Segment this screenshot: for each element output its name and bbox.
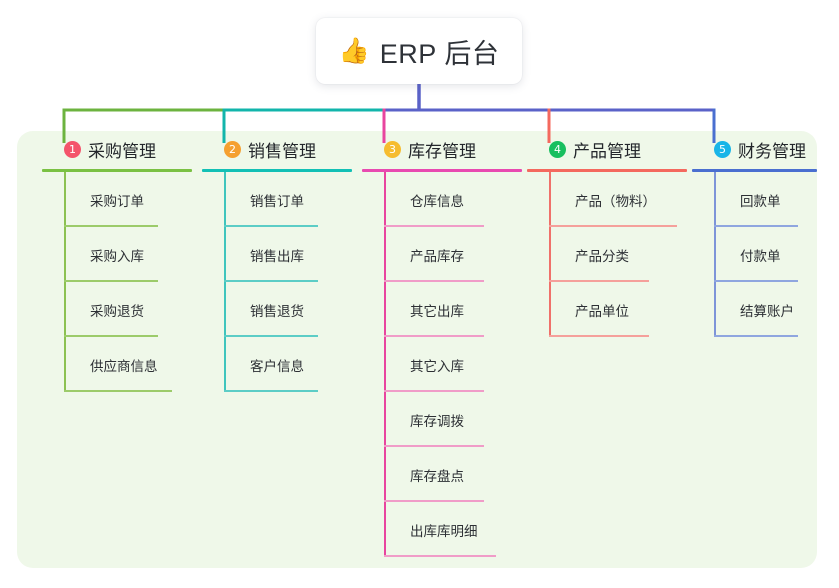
branch-number-badge: 5 [714, 140, 731, 158]
branch-item-label: 库存盘点 [410, 469, 464, 484]
branch-header[interactable]: 2 销售管理 [202, 131, 352, 167]
branch-item-label: 销售出库 [250, 249, 304, 264]
branch-item-label: 产品（物料） [575, 194, 656, 209]
branch-number-badge: 1 [64, 140, 81, 158]
branch-item-label: 产品库存 [410, 249, 464, 264]
branch-item-label: 其它入库 [410, 359, 464, 374]
branch-column: 5 财务管理回款单付款单结算账户 [692, 131, 817, 337]
branch-item-underline [714, 335, 798, 337]
branch-item-underline [549, 335, 649, 337]
branch-underline [527, 169, 687, 172]
branch-title: 财务管理 [738, 141, 806, 161]
branch-underline [42, 169, 192, 172]
branch-item-underline [384, 225, 484, 227]
branch-item-label: 销售订单 [250, 194, 304, 209]
branch-item-underline [224, 390, 318, 392]
branch-underline [692, 169, 817, 172]
branch-item-underline [224, 335, 318, 337]
branch-column: 1 采购管理采购订单采购入库采购退货供应商信息 [42, 131, 192, 392]
branch-item-label: 客户信息 [250, 359, 304, 374]
branch-item-label: 出库库明细 [410, 524, 478, 539]
branch-number-badge: 3 [384, 140, 401, 158]
branch-spine [714, 172, 716, 337]
branch-item-label: 采购订单 [90, 194, 144, 209]
branch-item-label: 产品单位 [575, 304, 629, 319]
branch-columns: 1 采购管理采购订单采购入库采购退货供应商信息 2 销售管理销售订单销售出库销售退货客… [17, 131, 817, 568]
branch-item-label: 库存调拨 [410, 414, 464, 429]
branch-item-label: 回款单 [740, 194, 781, 209]
branch-item-label: 付款单 [740, 249, 781, 264]
branch-item-label: 仓库信息 [410, 194, 464, 209]
branch-item-underline [64, 335, 158, 337]
branch-column: 2 销售管理销售订单销售出库销售退货客户信息 [202, 131, 352, 392]
branch-underline [362, 169, 522, 172]
branch-item-underline [549, 280, 649, 282]
branch-item-underline [64, 390, 172, 392]
branch-item-label: 销售退货 [250, 304, 304, 319]
branch-item-underline [714, 225, 798, 227]
branch-item-underline [384, 335, 484, 337]
thumbs-up-icon: 👍 [338, 36, 370, 65]
branch-item-underline [384, 500, 484, 502]
branch-underline [202, 169, 352, 172]
branch-spine [549, 172, 551, 337]
branch-item-underline [64, 225, 158, 227]
branch-item-underline [384, 280, 484, 282]
branch-number-badge: 2 [224, 140, 241, 158]
branch-item-underline [224, 225, 318, 227]
branch-header[interactable]: 3 库存管理 [362, 131, 522, 167]
branch-item-underline [224, 280, 318, 282]
branch-item-label: 其它出库 [410, 304, 464, 319]
branch-spine [224, 172, 226, 392]
branch-title: 产品管理 [573, 141, 641, 161]
branch-item-label: 产品分类 [575, 249, 629, 264]
branch-title: 销售管理 [248, 141, 316, 161]
diagram-panel [17, 131, 817, 568]
branch-title: 库存管理 [408, 141, 476, 161]
branch-item-label: 供应商信息 [90, 359, 158, 374]
branch-number-badge: 4 [549, 140, 566, 158]
branch-spine [384, 172, 386, 557]
branch-item-label: 采购退货 [90, 304, 144, 319]
branch-column: 3 库存管理仓库信息产品库存其它出库其它入库库存调拨库存盘点出库库明细 [362, 131, 522, 557]
branch-header[interactable]: 1 采购管理 [42, 131, 192, 167]
branch-item-underline [549, 225, 677, 227]
branch-item-underline [384, 390, 484, 392]
root-node-card[interactable]: 👍 ERP 后台 [316, 18, 522, 84]
branch-item-label: 结算账户 [740, 304, 794, 319]
branch-spine [64, 172, 66, 392]
root-node-title: ERP 后台 [379, 38, 500, 69]
branch-item-underline [714, 280, 798, 282]
branch-item-label: 采购入库 [90, 249, 144, 264]
branch-title: 采购管理 [88, 141, 156, 161]
branch-header[interactable]: 4 产品管理 [527, 131, 687, 167]
branch-header[interactable]: 5 财务管理 [692, 131, 817, 167]
branch-column: 4 产品管理产品（物料） 产品分类产品单位 [527, 131, 687, 337]
branch-item-underline [384, 445, 484, 447]
branch-item-underline [384, 555, 496, 557]
branch-item-underline [64, 280, 158, 282]
